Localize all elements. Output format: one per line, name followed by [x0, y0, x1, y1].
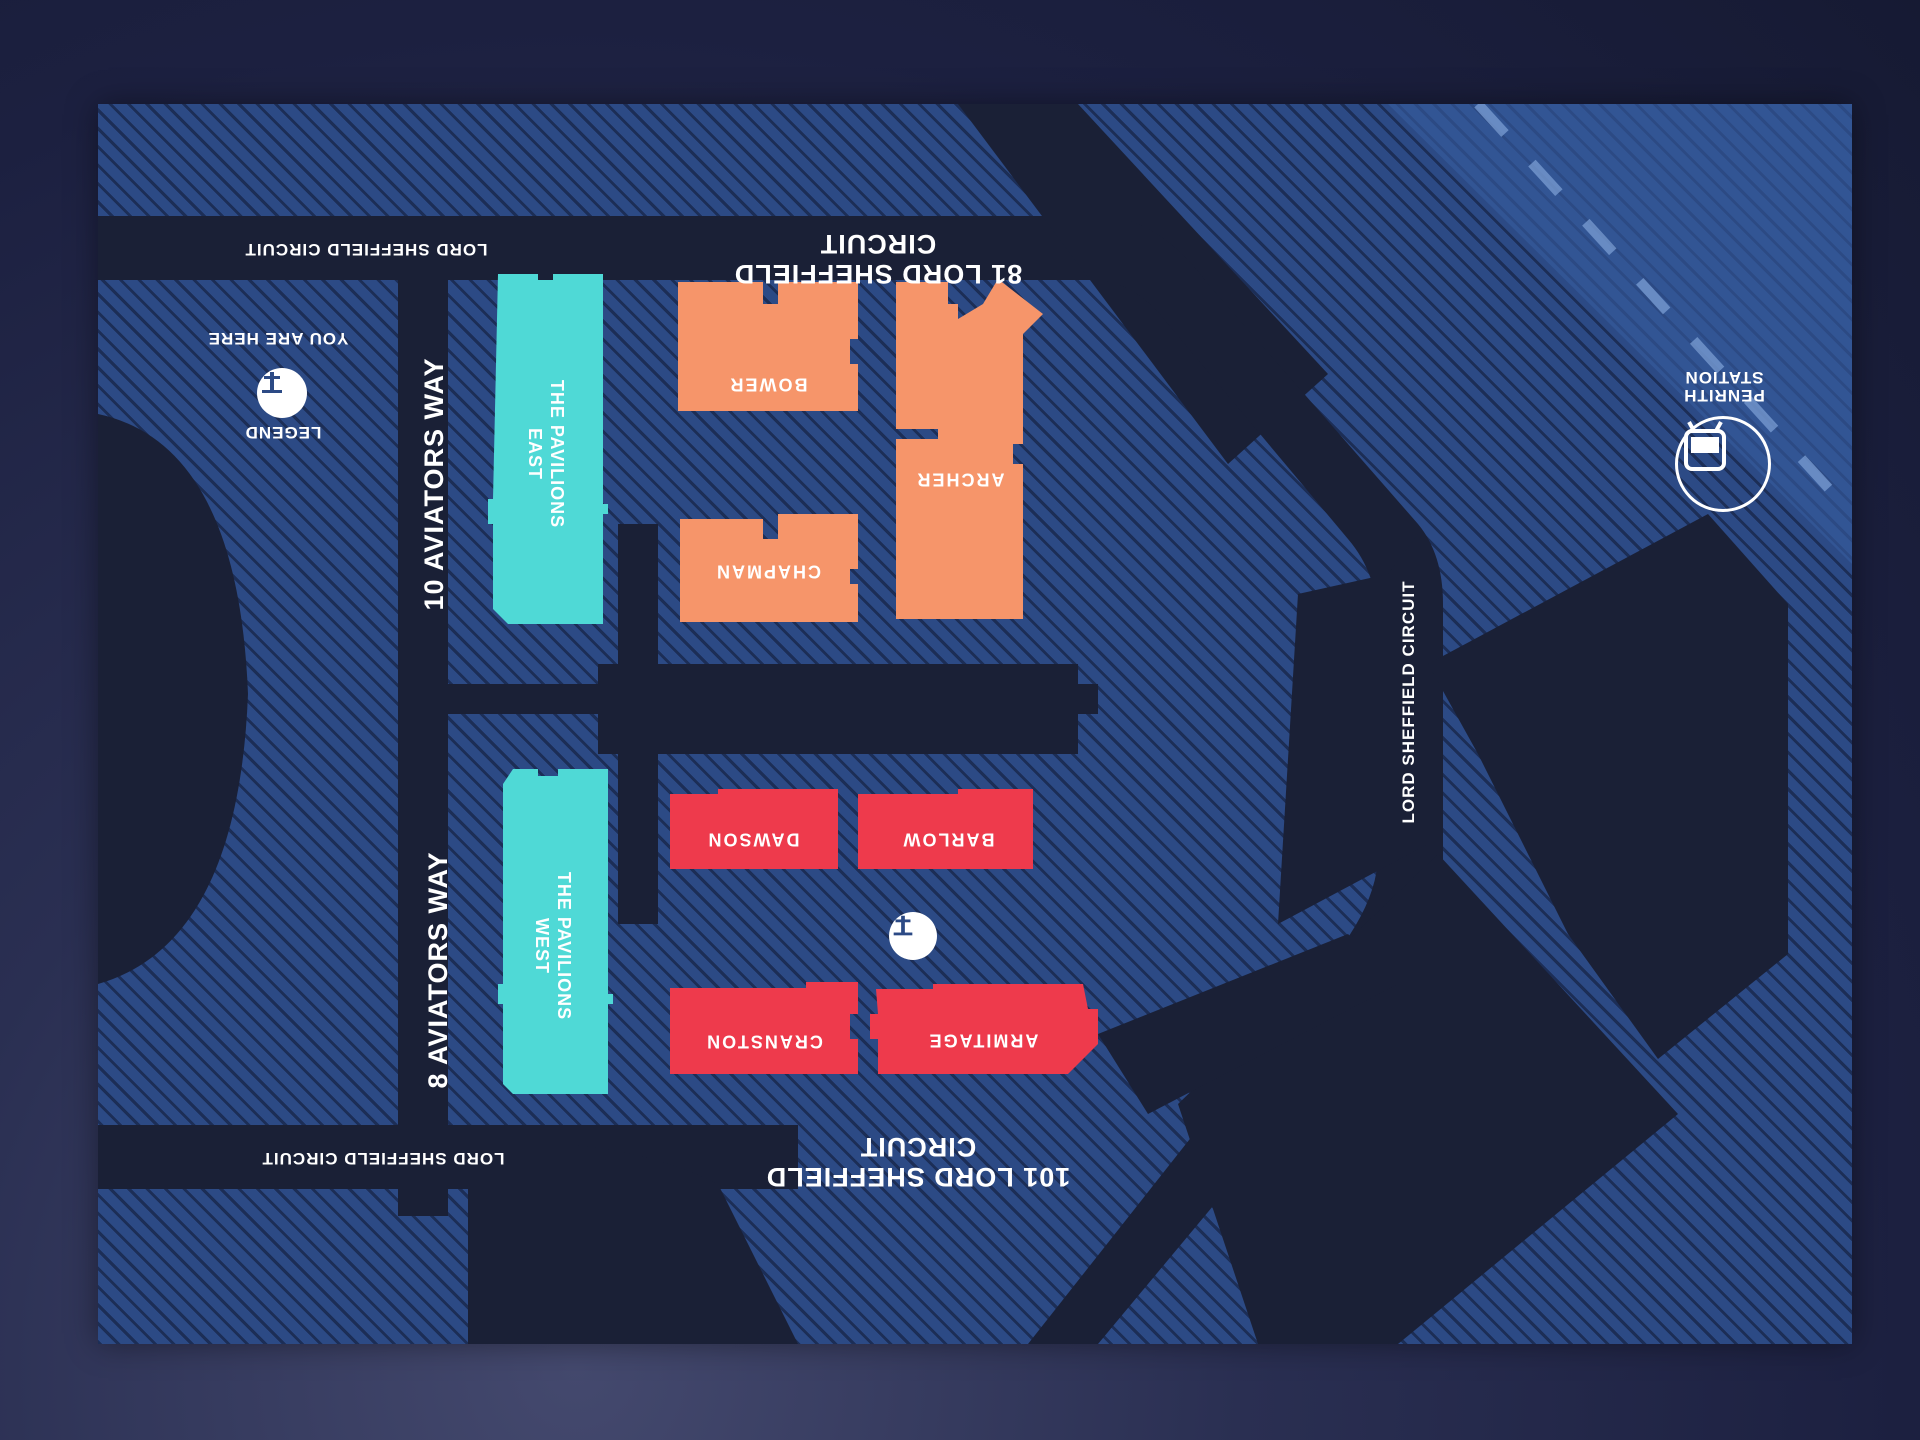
- plot-bottom-left: [468, 1142, 798, 1344]
- road-label-top-left: LORD SHEFFIELD CIRCUIT: [244, 240, 488, 259]
- road-label-81-line1: 81 LORD SHEFFIELD: [733, 259, 1023, 289]
- legend-marker-icon: [257, 368, 307, 418]
- road-label-81-lord-sheffield: 81 LORD SHEFFIELD CIRCUIT: [734, 229, 1023, 289]
- station-label-line2: STATION: [1684, 368, 1764, 387]
- road-label-10-aviators-way: 10 AVIATORS WAY: [419, 357, 449, 611]
- train-glyph-icon: [1684, 421, 1726, 471]
- label-barlow: BARLOW: [901, 829, 995, 850]
- train-icon[interactable]: [1675, 416, 1771, 512]
- road-mid: [448, 684, 1098, 714]
- station-label-line1: PENRITH: [1683, 386, 1765, 405]
- building-cranston[interactable]: [670, 982, 858, 1074]
- label-pavilions-west-line1: THE PAVILIONS: [554, 871, 574, 1021]
- label-archer: ARCHER: [915, 469, 1005, 490]
- you-are-here-marker-icon[interactable]: [889, 912, 937, 960]
- legend-you-are-here: YOU ARE HERE: [207, 329, 349, 348]
- label-bower: BOWER: [728, 374, 808, 395]
- marker-glyph-icon: [262, 372, 282, 393]
- label-pavilions-west-line2: WEST: [532, 918, 552, 974]
- building-armitage[interactable]: [870, 984, 1098, 1074]
- map-geometry: [98, 104, 1852, 1344]
- plot-bottom-right: [1178, 854, 1678, 1344]
- building-pavilions-east[interactable]: [488, 274, 608, 624]
- label-pavilions-east-line1: THE PAVILIONS: [547, 379, 567, 529]
- building-barlow[interactable]: [858, 789, 1033, 869]
- railway-corridor: [1388, 104, 1852, 564]
- building-pavilions-west[interactable]: [498, 769, 613, 1094]
- road-label-81-line2: CIRCUIT: [819, 229, 937, 259]
- road-label-101-line1: 101 LORD SHEFFIELD: [765, 1162, 1071, 1192]
- label-pavilions-east: THE PAVILIONS EAST: [524, 380, 568, 528]
- legend-title: LEGEND: [244, 423, 322, 442]
- building-dawson[interactable]: [670, 789, 838, 869]
- building-bower[interactable]: [678, 282, 858, 411]
- plot-lower: [1098, 934, 1398, 1114]
- label-chapman: CHAPMAN: [715, 561, 821, 582]
- site-map: LORD SHEFFIELD CIRCUIT 81 LORD SHEFFIELD…: [98, 104, 1852, 1344]
- road-label-right-vertical: LORD SHEFFIELD CIRCUIT: [1399, 580, 1418, 824]
- road-aviators: [398, 216, 448, 1216]
- road-cross-vertical: [618, 524, 658, 924]
- building-chapman[interactable]: [680, 514, 858, 622]
- label-pavilions-west: THE PAVILIONS WEST: [531, 872, 575, 1020]
- plot-left: [98, 414, 248, 984]
- road-label-bottom-left: LORD SHEFFIELD CIRCUIT: [261, 1149, 505, 1168]
- plot-center: [1278, 534, 1428, 924]
- road-label-101-line2: CIRCUIT: [859, 1132, 977, 1162]
- road-ring: [1028, 216, 1443, 1344]
- station-label: PENRITH STATION: [1683, 368, 1765, 405]
- building-archer[interactable]: [896, 279, 1043, 619]
- label-dawson: DAWSON: [706, 829, 800, 850]
- road-top: [98, 216, 1178, 280]
- roads-layer: [98, 104, 1788, 1344]
- railway-track: [1474, 104, 1852, 518]
- marker-glyph-map-icon: [893, 915, 913, 936]
- label-cranston: CRANSTON: [705, 1031, 823, 1052]
- label-pavilions-east-line2: EAST: [525, 427, 545, 480]
- road-label-101-lord-sheffield: 101 LORD SHEFFIELD CIRCUIT: [766, 1132, 1071, 1192]
- road-label-8-aviators-way: 8 AVIATORS WAY: [423, 851, 453, 1089]
- label-armitage: ARMITAGE: [927, 1030, 1039, 1051]
- plot-right: [1428, 514, 1788, 1059]
